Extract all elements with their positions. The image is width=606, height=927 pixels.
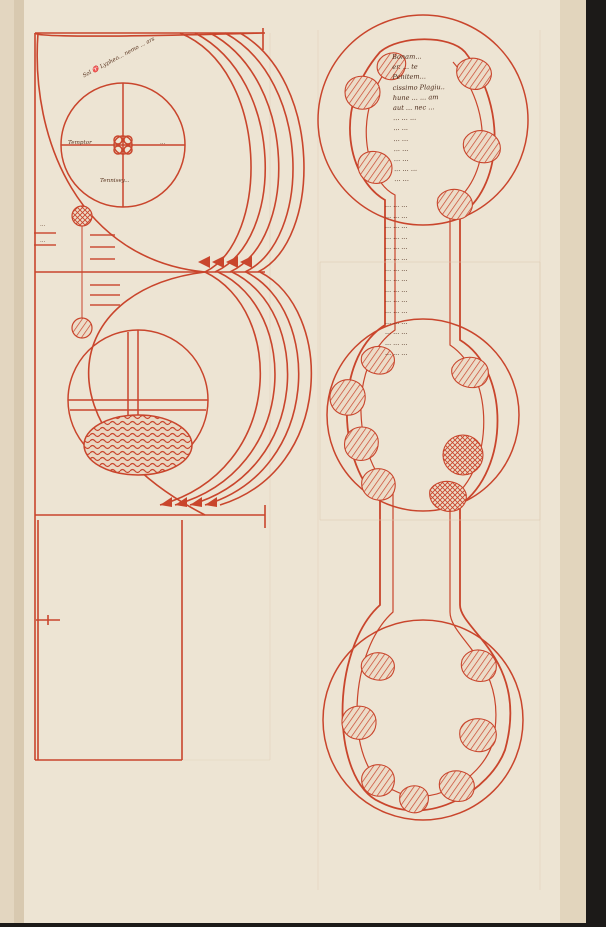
margin-label: ... xyxy=(40,222,46,228)
text-line: ... ... ... xyxy=(385,296,408,305)
text-line: ... ... ... xyxy=(385,317,408,326)
lower-circle xyxy=(67,329,209,476)
text-line: ... ... ... xyxy=(385,243,408,252)
text-line: ... ... xyxy=(394,175,409,184)
upper-circle xyxy=(60,82,186,208)
text-line: ... ... ... xyxy=(385,338,408,347)
text-line: ... ... ... xyxy=(385,285,408,294)
initial-letter-b xyxy=(34,28,313,761)
ink-dots xyxy=(34,232,120,306)
stroke-flags xyxy=(160,256,252,507)
page-spine-shadow xyxy=(14,0,24,923)
text-line: ... ... ... xyxy=(385,253,408,262)
text-line: ... ... ... xyxy=(385,349,408,358)
text-block-column: ... ... ... ... ... ... ... ... ... ... … xyxy=(385,200,467,359)
text-line: ... ... ... xyxy=(385,211,408,220)
knot-top-body xyxy=(341,38,512,812)
text-line: ... ... ... xyxy=(385,201,408,209)
text-line: ... ... ... xyxy=(385,275,408,284)
text-line: ... ... ... xyxy=(385,264,408,273)
margin-label: ... xyxy=(40,238,46,244)
text-ruling xyxy=(319,261,541,521)
small-sphere-group xyxy=(71,205,93,339)
circle-label-right: ... xyxy=(160,140,166,146)
text-line: ... ... ... xyxy=(385,306,408,315)
text-line: ... ... ... xyxy=(385,328,408,337)
circle-label-bottom: Tennisey... xyxy=(100,178,130,184)
left-page-edge xyxy=(0,0,14,923)
parchment-shade xyxy=(560,0,586,923)
text-line: ... ... ... xyxy=(385,222,408,231)
text-line: ... ... ... xyxy=(385,232,408,241)
text-block-top: Bonam... er. ... te Penitem... cissimo P… xyxy=(392,51,474,185)
hatched-lobes xyxy=(329,52,501,814)
circle-label-left: Temptor xyxy=(68,140,92,146)
